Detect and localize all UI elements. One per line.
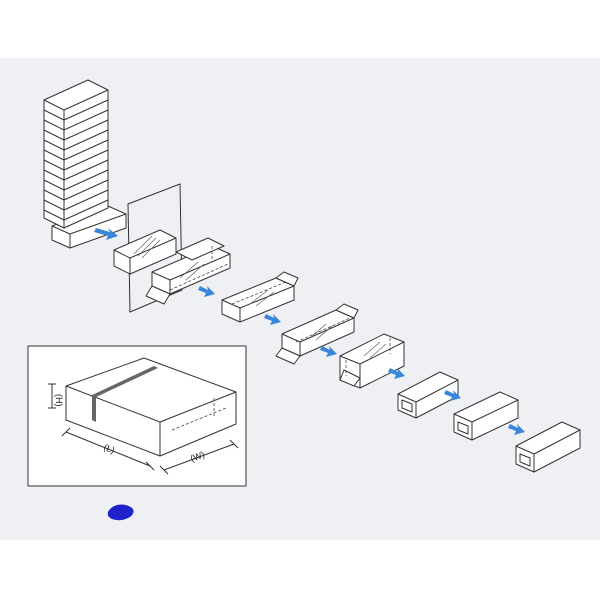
carton-closed-2: [453, 391, 519, 441]
carton-filling: [221, 271, 299, 323]
blue-blob: [107, 504, 134, 521]
height-label: (H): [54, 394, 64, 407]
arrow-2: [198, 286, 215, 297]
carton-tucking: [339, 333, 405, 389]
arrow-4: [320, 346, 337, 357]
dimension-inset: (H) (L) (W): [27, 345, 247, 487]
width-label: (W): [189, 449, 206, 463]
arrow-3: [264, 314, 281, 325]
length-label: (L): [102, 442, 116, 455]
arrow-6: [444, 390, 461, 401]
carton-final: [515, 421, 581, 473]
carton-stack: [43, 79, 127, 249]
carton-erecting: [113, 183, 183, 313]
arrow-5: [388, 368, 405, 379]
arrow-1: [94, 228, 118, 240]
arrow-7: [508, 424, 525, 435]
carton-flaps-open: [145, 237, 231, 305]
flow-arrows: [94, 228, 525, 435]
carton-folding: [275, 303, 359, 365]
